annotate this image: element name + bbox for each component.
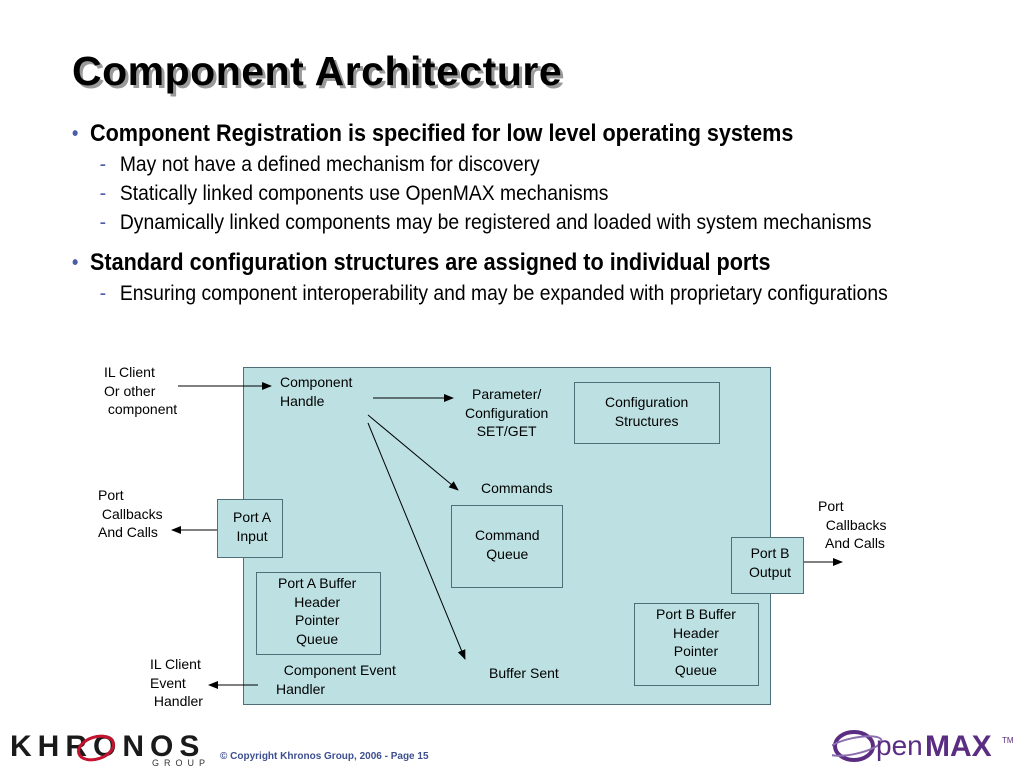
svg-text:MAX: MAX <box>925 730 992 763</box>
port-callbacks-right-label: Port Callbacks And Calls <box>818 498 887 551</box>
bullet-dot-icon: • <box>72 123 79 145</box>
port-callbacks-left-label: Port Callbacks And Calls <box>98 487 163 540</box>
openmax-logo-icon: pen MAX TM <box>825 730 1014 763</box>
svg-text:pen: pen <box>876 730 923 761</box>
openmax-logo: pen MAX TM <box>825 725 1022 765</box>
component-handle-label: Component Handle <box>280 374 353 409</box>
commands-label: Commands <box>481 480 553 496</box>
sub-bullet-item: - Dynamically linked components may be r… <box>72 208 937 237</box>
slide-title: Component Architecture <box>72 48 563 94</box>
copyright-text: © Copyright Khronos Group, 2006 - Page 1… <box>220 751 429 762</box>
sub-bullet-item: - Statically linked components use OpenM… <box>72 179 937 208</box>
port-a-buffer-box <box>256 572 381 655</box>
dash-icon: - <box>99 282 107 305</box>
component-event-handler-label: Component Event Handler <box>276 662 396 697</box>
khronos-group-text: GROUP <box>152 758 211 768</box>
handle-to-commands-arrow <box>367 414 459 491</box>
khronos-swoosh-icon <box>77 734 115 762</box>
configuration-structures-box <box>574 382 720 444</box>
bullet-item: • Component Registration is specified fo… <box>72 118 918 150</box>
port-a-buffer-label: Port A Buffer Header Pointer Queue <box>278 575 357 647</box>
sub-bullet-item: - May not have a defined mechanism for d… <box>72 150 937 179</box>
sub-bullet-item: - Ensuring component interoperability an… <box>72 279 937 308</box>
bullet-dot-icon: • <box>72 252 79 274</box>
command-queue-box <box>451 505 563 588</box>
dash-icon: - <box>99 182 107 205</box>
dash-icon: - <box>99 211 107 234</box>
sub-bullet-text: May not have a defined mechanism for dis… <box>119 153 540 176</box>
port-b-buffer-label: Port B Buffer Header Pointer Queue <box>656 606 736 678</box>
bullet-list: • Component Registration is specified fo… <box>72 118 1012 308</box>
buffer-sent-label: Buffer Sent <box>489 665 559 681</box>
il-client-event-handler-label: IL Client Event Handler <box>150 656 203 709</box>
configuration-structures-label: Configuration Structures <box>605 394 689 429</box>
parameter-configuration-label: Parameter/ Configuration SET/GET <box>465 386 549 439</box>
port-b-buffer-box <box>634 603 759 686</box>
command-queue-label: Command Queue <box>475 527 540 562</box>
sub-bullet-text: Dynamically linked components may be reg… <box>119 211 872 234</box>
port-a-input-box <box>217 499 283 558</box>
port-b-output-box <box>731 537 804 594</box>
dash-icon: - <box>99 153 107 176</box>
svg-text:TM: TM <box>1002 736 1014 745</box>
bullet-item: • Standard configuration structures are … <box>72 247 918 279</box>
bullet-text: Component Registration is specified for … <box>90 120 794 147</box>
port-a-input-label: Port A Input <box>233 509 272 544</box>
handle-to-buffer-sent-arrow <box>367 422 466 660</box>
il-client-other-label: IL Client Or other component <box>104 364 178 417</box>
bullet-text: Standard configuration structures are as… <box>90 249 771 276</box>
sub-bullet-text: Ensuring component interoperability and … <box>119 282 888 305</box>
port-b-output-label: Port B Output <box>749 545 792 580</box>
khronos-logo: KHRONOS GROUP <box>10 730 210 768</box>
sub-bullet-text: Statically linked components use OpenMAX… <box>119 182 609 205</box>
